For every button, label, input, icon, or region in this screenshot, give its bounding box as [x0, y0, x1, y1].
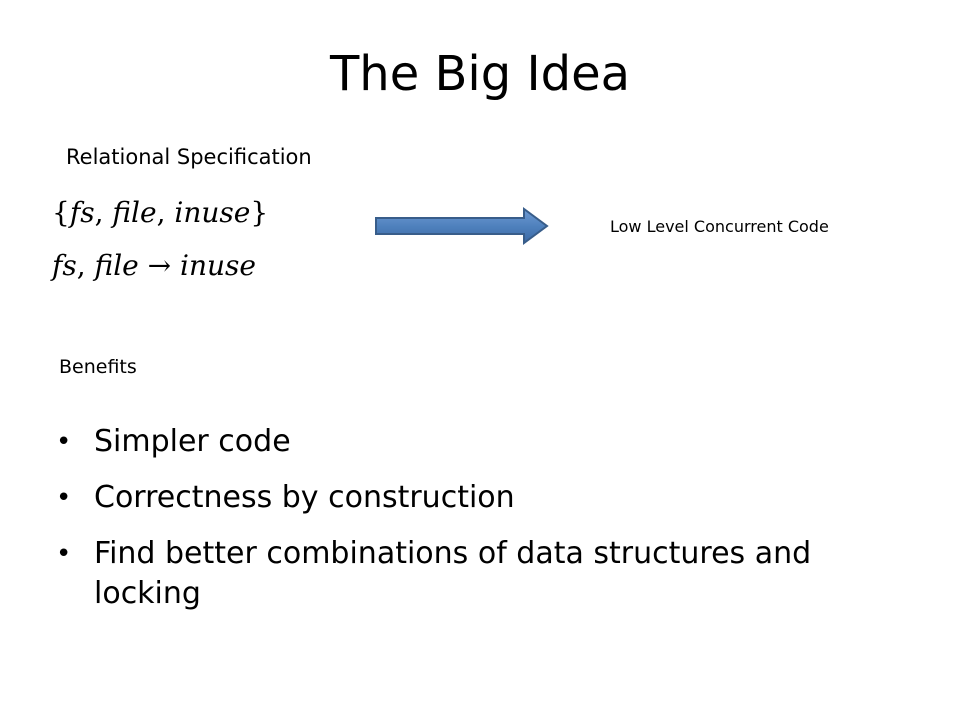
var-file: file — [94, 249, 139, 282]
comma: , — [156, 196, 175, 229]
bullet-dot-icon: • — [56, 483, 72, 513]
comma: , — [94, 196, 113, 229]
list-item-text: Correctness by construction — [94, 480, 515, 515]
comma: , — [76, 249, 95, 282]
var-fs: fs — [69, 196, 95, 229]
list-item: • Correctness by construction — [56, 478, 876, 518]
list-item: • Simpler code — [56, 422, 876, 462]
var-inuse: inuse — [174, 196, 251, 229]
relational-specification-label: Relational Specification — [66, 145, 312, 169]
right-arrow-icon — [375, 207, 549, 245]
bullet-dot-icon: • — [56, 539, 72, 569]
spec-relation-set: {fs, file, inuse} — [52, 195, 268, 231]
var-inuse: inuse — [180, 249, 256, 282]
dependency-arrow: → — [138, 249, 181, 282]
var-file: file — [112, 196, 157, 229]
list-item-text: Find better combinations of data structu… — [94, 536, 812, 611]
benefits-list: • Simpler code • Correctness by construc… — [56, 422, 876, 630]
var-fs: fs — [52, 249, 77, 282]
low-level-concurrent-code-label: Low Level Concurrent Code — [610, 217, 829, 236]
list-item-text: Simpler code — [94, 424, 291, 459]
bullet-dot-icon: • — [56, 427, 72, 457]
close-brace: } — [250, 196, 269, 229]
spec-functional-dependency: fs, file → inuse — [52, 248, 256, 284]
slide-title: The Big Idea — [329, 46, 631, 102]
benefits-heading: Benefits — [59, 356, 137, 378]
open-brace: { — [52, 196, 70, 229]
list-item: • Find better combinations of data struc… — [56, 534, 876, 614]
